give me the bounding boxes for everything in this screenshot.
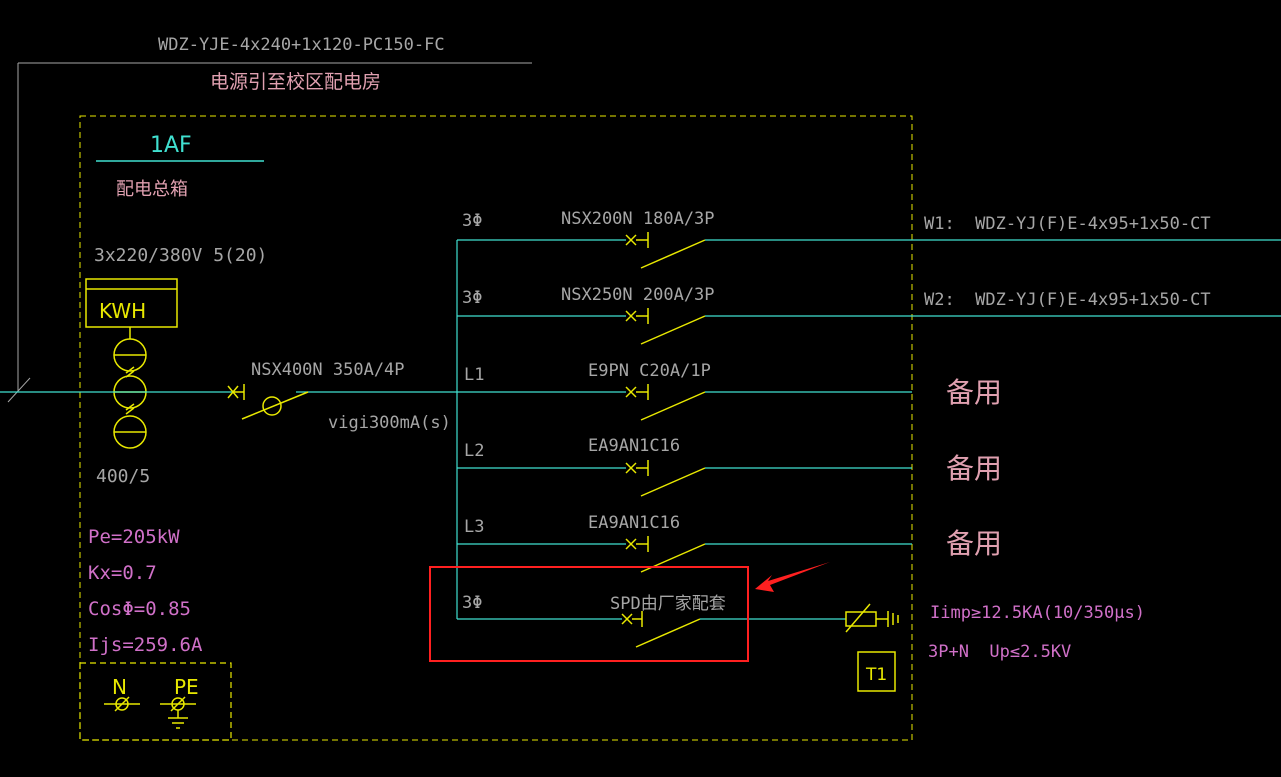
spd-phase: 3Φ <box>462 593 482 613</box>
circuit-l1: L1 E9PN C20A/1P 备用 <box>457 361 1002 421</box>
circuit-spd: T1 3Φ SPD由厂家配套 Iimp≥12.5KA(10/350μs) 3P+… <box>457 593 1145 692</box>
circuit-destination: 备用 <box>946 452 1002 485</box>
surge-arrester-icon <box>845 603 899 633</box>
circuit-phase: L2 <box>464 441 484 461</box>
main-breaker-model: NSX400N 350A/4P <box>251 360 405 380</box>
terminal-block: N PE <box>79 662 232 741</box>
ct-ratio: 400/5 <box>96 466 150 487</box>
kx-value: Kx=0.7 <box>88 562 157 584</box>
spd-spec: 3P+N Up≤2.5KV <box>928 642 1071 662</box>
n-terminal-label: N <box>112 675 127 699</box>
circuit-l3: L3 EA9AN1C16 备用 <box>457 513 1002 573</box>
panel-name: 配电总箱 <box>116 179 188 200</box>
circuit-destination: 备用 <box>946 376 1002 409</box>
circuit-destination: 备用 <box>946 527 1002 560</box>
current-transformers <box>113 327 147 449</box>
panel-header: 1AF 配电总箱 <box>96 133 264 200</box>
panel-frame <box>79 115 913 741</box>
circuit-breaker: NSX250N 200A/3P <box>561 285 715 305</box>
load-summary: Pe=205kW Kx=0.7 CosΦ=0.85 Ijs=259.6A <box>88 526 203 656</box>
cos-value: CosΦ=0.85 <box>88 598 191 620</box>
energy-meter: 3x220/380V 5(20) KWH 400/5 <box>85 245 267 487</box>
circuit-w2: 3Φ NSX250N 200A/3P W2: WDZ-YJ(F)E-4x95+1… <box>457 285 1281 345</box>
circuit-phase: 3Φ <box>462 211 482 231</box>
incoming-source-note: 电源引至校区配电房 <box>210 71 381 93</box>
circuit-w1: 3Φ NSX200N 180A/3P W1: WDZ-YJ(F)E-4x95+1… <box>457 209 1281 269</box>
spd-class: T1 <box>865 665 887 685</box>
circuit-breaker: E9PN C20A/1P <box>588 361 711 381</box>
panel-id: 1AF <box>150 133 192 158</box>
incoming-cable: WDZ-YJE-4x240+1x120-PC150-FC 电源引至校区配电房 <box>7 35 532 403</box>
arrow-icon <box>755 562 830 592</box>
pe-terminal-label: PE <box>174 675 199 699</box>
spd-label: SPD由厂家配套 <box>610 594 726 614</box>
circuit-destination: W1: WDZ-YJ(F)E-4x95+1x50-CT <box>924 214 1211 234</box>
highlight-box <box>429 566 749 662</box>
spd-imp: Iimp≥12.5KA(10/350μs) <box>930 603 1145 623</box>
main-breaker-rcd: vigi300mA(s) <box>328 413 451 433</box>
meter-label: KWH <box>99 299 146 323</box>
ijs-value: Ijs=259.6A <box>88 634 203 656</box>
circuit-breaker: EA9AN1C16 <box>588 436 680 456</box>
main-breaker: NSX400N 350A/4P vigi300mA(s) <box>227 360 451 433</box>
circuit-breaker: EA9AN1C16 <box>588 513 680 533</box>
circuit-destination: W2: WDZ-YJ(F)E-4x95+1x50-CT <box>924 290 1211 310</box>
circuit-phase: L3 <box>464 517 484 537</box>
incoming-cable-spec: WDZ-YJE-4x240+1x120-PC150-FC <box>158 35 445 55</box>
meter-rating: 3x220/380V 5(20) <box>94 245 267 266</box>
circuit-phase: L1 <box>464 365 484 385</box>
circuit-breaker: NSX200N 180A/3P <box>561 209 715 229</box>
circuit-phase: 3Φ <box>462 288 482 308</box>
circuit-l2: L2 EA9AN1C16 备用 <box>457 436 1002 497</box>
pe-value: Pe=205kW <box>88 526 180 548</box>
